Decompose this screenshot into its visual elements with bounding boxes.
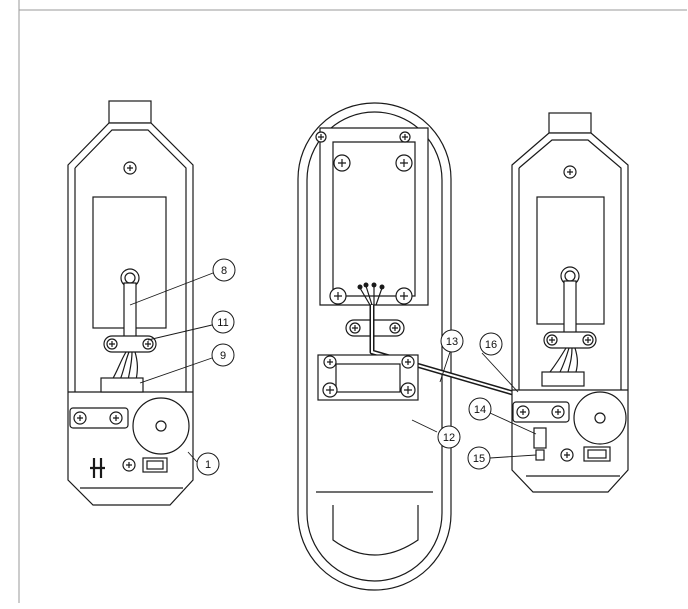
callout-label: 1	[205, 459, 211, 471]
callout-9: 9	[211, 343, 235, 367]
callout-label: 11	[217, 317, 228, 329]
callout-label: 15	[473, 453, 485, 465]
callout-11: 11	[211, 310, 235, 334]
right-top-connector	[548, 112, 592, 134]
callout-15: 15	[467, 446, 491, 470]
middle-cover	[297, 102, 533, 591]
middle-clamp	[345, 319, 405, 337]
callout-14: 14	[468, 397, 492, 421]
callout-label: 14	[474, 404, 486, 416]
mounting-plate	[319, 127, 429, 306]
left-connector	[100, 377, 144, 393]
right-unit	[511, 112, 629, 493]
callout-8: 8	[212, 258, 236, 282]
left-top-connector	[108, 100, 152, 124]
left-jumper	[90, 458, 105, 478]
left-clamp	[103, 335, 157, 353]
callout-12: 12	[437, 425, 461, 449]
left-cable	[123, 282, 137, 339]
left-buzzer	[132, 397, 190, 455]
callout-1: 1	[196, 452, 220, 476]
right-buzzer	[573, 391, 627, 445]
left-housing-inner	[74, 129, 187, 392]
plug-14	[533, 427, 547, 449]
callout-label: 9	[220, 350, 226, 362]
callout-label: 12	[443, 432, 455, 444]
left-unit	[67, 100, 194, 506]
plug-15	[535, 449, 545, 461]
callout-16: 16	[479, 332, 503, 356]
callout-label: 16	[485, 339, 497, 351]
page-border	[18, 0, 687, 603]
callout-13: 13	[440, 329, 464, 353]
callout-label: 8	[221, 265, 227, 277]
leader-lines	[129, 272, 537, 463]
right-clamp	[543, 331, 597, 349]
callout-label: 13	[446, 336, 458, 348]
